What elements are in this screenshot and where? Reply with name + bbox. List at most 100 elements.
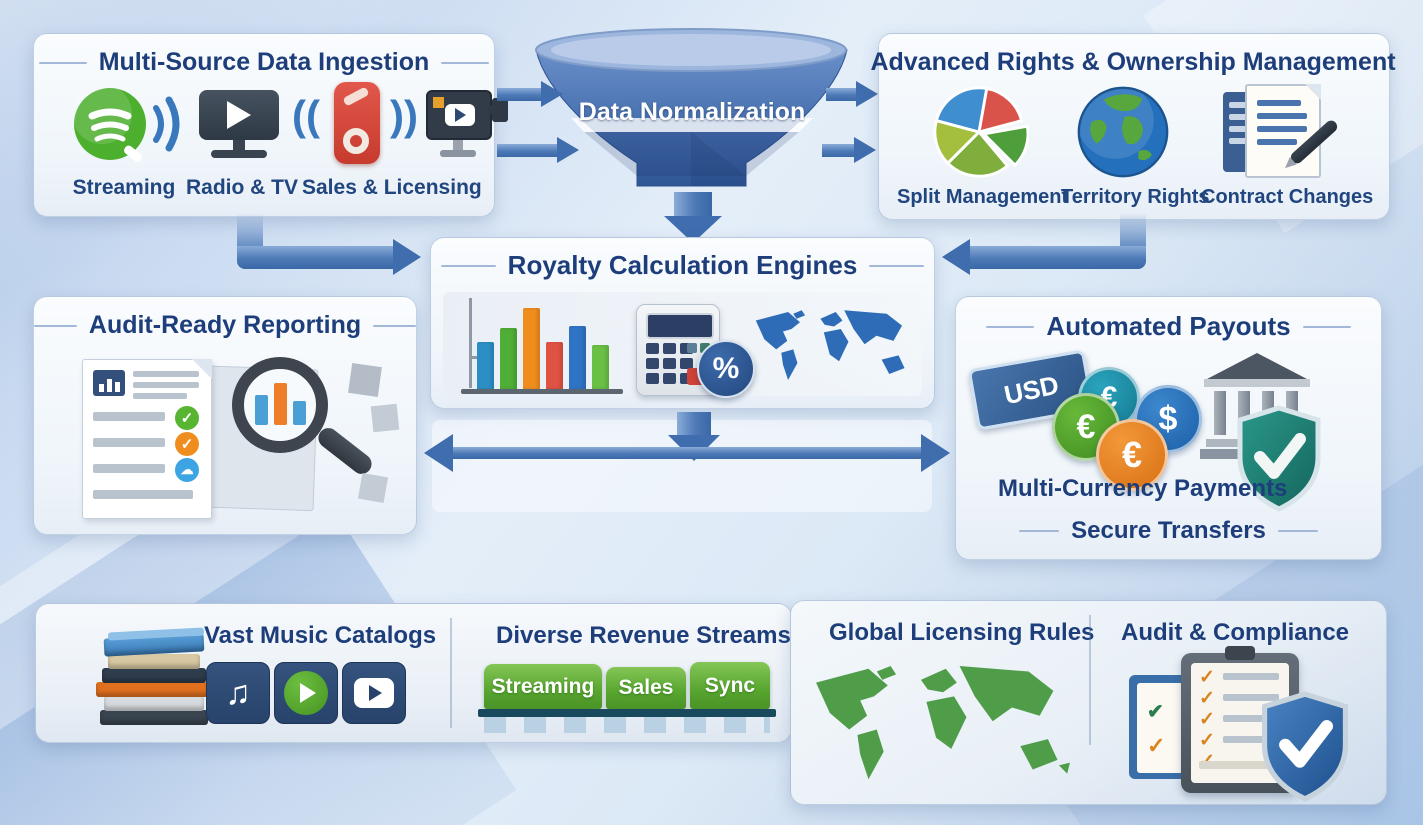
radio-wave-right: )) (390, 92, 418, 139)
funnel-graphic (535, 28, 848, 187)
caption-secure-row: Secure Transfers (956, 517, 1381, 545)
arrow-rights-to-royalty-vertical (1120, 214, 1146, 250)
bottom-bar-right: Global Licensing Rules Audit & Complianc… (790, 600, 1387, 805)
arrow-funnel-to-royalty (674, 192, 712, 216)
title-line (440, 264, 496, 267)
book (100, 710, 208, 725)
radio-dial (343, 128, 369, 154)
audit-reporting-title: Audit-Ready Reporting (88, 311, 362, 339)
arrow-head (942, 239, 970, 275)
video-sales-icon (426, 90, 508, 162)
pie-chart-icon (933, 86, 1029, 178)
doc-line (133, 393, 187, 399)
button-label: Sales (618, 676, 674, 699)
back-line (1229, 126, 1251, 132)
arrow-out-of-funnel-bottom (822, 144, 854, 157)
arrow-head (557, 137, 579, 163)
rights-title: Advanced Rights & Ownership Management (870, 48, 1396, 76)
rights-label-split: Split Management (897, 186, 1069, 208)
paper-fold (1305, 84, 1321, 100)
globe-icon (1076, 84, 1169, 178)
back-line (1229, 114, 1251, 120)
tv-broadcast-icon (199, 90, 279, 160)
panel-automated-payouts: Automated Payouts USD € € $ € Multi-Curr… (955, 296, 1382, 560)
video-play-tile (342, 662, 406, 724)
contract-pen-icon (1223, 84, 1343, 180)
bottom-divider (450, 618, 452, 728)
clip-line (1199, 761, 1279, 769)
funnel-label: Data Normalization (578, 98, 806, 126)
thumb-bar (114, 382, 120, 392)
chart-bar (477, 342, 494, 389)
chart-bars (477, 304, 617, 389)
monitor-play-box (445, 104, 475, 126)
clip-line (1223, 715, 1279, 722)
magnifier-handle (314, 424, 376, 478)
monitor-stand (453, 140, 463, 150)
white-play-box (354, 678, 394, 708)
doc-line (93, 438, 165, 447)
orange-dot (433, 97, 444, 108)
rights-label-territory: Territory Rights (1061, 186, 1210, 208)
revenue-button-sync: Sync (690, 662, 770, 709)
green-check-glyph: ✔ (1147, 701, 1164, 723)
clip-line (1223, 736, 1279, 743)
play-glyph (454, 108, 466, 122)
arrow-head (856, 81, 878, 107)
grey-square (370, 403, 400, 433)
percent-badge-icon: % (697, 340, 755, 398)
green-play-circle (284, 671, 328, 715)
arrow-out-of-funnel-top (826, 88, 856, 101)
arrow-into-funnel-bottom (497, 144, 557, 157)
cloud-glyph: ☁ (180, 462, 194, 477)
chart-axis (469, 298, 472, 388)
books-stack-icon (94, 614, 219, 726)
music-note-glyph: ♫ (225, 673, 251, 712)
panel-audit-ready-reporting: Audit-Ready Reporting ✓ ✓ ☁ (33, 296, 417, 535)
lens-bar (254, 395, 268, 425)
book (104, 696, 204, 711)
shield-blue-icon (1261, 691, 1349, 802)
chart-bar (546, 342, 563, 389)
arrow-head (393, 239, 421, 275)
report-document-icon: ✓ ✓ ☁ (82, 359, 212, 519)
caption-secure-transfers: Secure Transfers (1071, 517, 1266, 544)
play-glyph (369, 685, 382, 701)
arrow-royalty-to-band (677, 412, 711, 435)
calculator-keys (646, 343, 693, 384)
doc-line (93, 490, 193, 499)
title-line (1302, 325, 1351, 328)
radio-slash (342, 86, 370, 107)
tv-base (211, 150, 267, 158)
world-map-green-icon (816, 666, 1070, 780)
arrow-rights-to-royalty-horizontal (970, 246, 1146, 269)
book (96, 682, 208, 697)
percent-glyph: % (712, 352, 740, 385)
calculator-key-grey (687, 343, 697, 353)
world-map-blue-icon (755, 310, 905, 380)
book (108, 654, 200, 669)
usd-card-label: USD (1000, 369, 1061, 410)
doc-line (133, 371, 199, 377)
revenue-title: Diverse Revenue Streams (496, 622, 791, 649)
coin-glyph: € (1121, 434, 1143, 475)
contract-paper (1245, 84, 1321, 178)
title-line (1019, 530, 1060, 532)
clip-line (1223, 694, 1279, 701)
music-note-tile: ♫ (206, 662, 270, 724)
chart-bar (592, 344, 609, 389)
revenue-teal-bar (478, 709, 776, 717)
arrow-ingestion-to-royalty-vertical (237, 214, 263, 250)
radio-wave-left: (( (292, 92, 320, 139)
clip-line (1223, 673, 1279, 680)
catalogs-title: Vast Music Catalogs (204, 622, 437, 649)
title-line (441, 61, 490, 64)
caption-multi-currency: Multi-Currency Payments (998, 475, 1288, 502)
magnifier-icon (232, 357, 400, 517)
ingestion-label-radio-tv: Radio & TV (185, 176, 298, 199)
arrow-into-funnel-top (497, 88, 541, 101)
coin-euro-orange: € (1096, 419, 1168, 491)
thumb-bar (106, 379, 112, 392)
grey-square (357, 472, 389, 504)
compliance-title: Audit & Compliance (1121, 619, 1350, 646)
